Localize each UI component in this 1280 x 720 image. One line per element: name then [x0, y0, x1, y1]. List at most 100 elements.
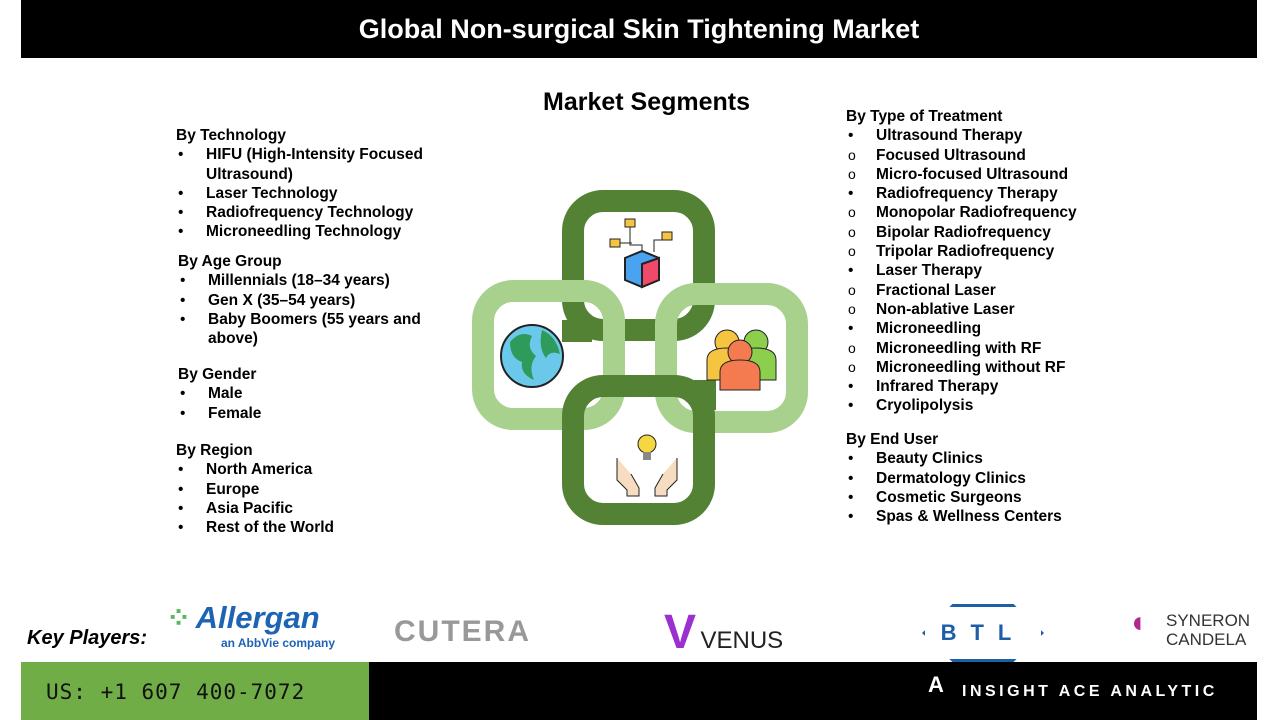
list-item: •Male: [178, 384, 448, 403]
segments-title: Market Segments: [543, 88, 751, 116]
allergan-logo: ⁘ Allergan an AbbVie company: [166, 600, 335, 650]
bullet-icon: o: [848, 165, 856, 182]
list-item-label: Bipolar Radiofrequency: [876, 223, 1051, 241]
group-heading: By Age Group: [178, 253, 282, 270]
globe-icon: [500, 324, 564, 388]
bullet-icon: •: [848, 262, 854, 280]
list-item: •Radiofrequency Technology: [176, 203, 446, 222]
segment-group-end-user: By End User • Beauty Clinics • Dermatology C…: [846, 430, 1146, 526]
list-item: •Microneedling: [846, 319, 1146, 338]
list-item-label: Millennials (18–34 years): [208, 272, 390, 290]
list-item-label: North America: [206, 461, 313, 479]
list-item-label: Ultrasound Therapy: [876, 127, 1023, 145]
bullet-icon: •: [848, 508, 854, 526]
list-item-label: Asia Pacific: [206, 499, 294, 517]
list-item-label: Non-ablative Laser: [876, 300, 1015, 318]
bullet-icon: •: [848, 127, 854, 145]
venus-v-icon: V: [664, 606, 697, 659]
group-heading: By Type of Treatment: [846, 108, 1003, 125]
bullet-icon: o: [848, 204, 856, 221]
bullet-icon: •: [178, 519, 184, 537]
list-item: • Ultrasound Therapy: [846, 126, 1146, 145]
key-players-label: Key Players:: [27, 627, 148, 649]
list-item: • Laser Therapy: [846, 261, 1146, 280]
group-heading: By Region: [176, 442, 253, 459]
page-title: Global Non-surgical Skin Tightening Mark…: [21, 0, 1257, 58]
list-item-label: Cosmetic Surgeons: [876, 488, 1022, 506]
bullet-icon: •: [178, 204, 184, 222]
candela-text: CANDELA: [1166, 630, 1247, 649]
list-item-label: Spas & Wellness Centers: [876, 508, 1062, 526]
bullet-icon: •: [848, 469, 854, 487]
list-item: • Cryolipolysis: [846, 396, 1146, 415]
bullet-icon: •: [178, 499, 184, 517]
segment-group-technology: By Technology•HIFU (High-Intensity Focus…: [176, 126, 446, 242]
list-item: •Female: [178, 404, 448, 423]
segment-group-gender: By Gender•Male•Female: [178, 365, 448, 423]
list-item: • Infrared Therapy: [846, 377, 1146, 396]
list-item-label: Microneedling with RF: [876, 339, 1042, 357]
list-item-label: Infrared Therapy: [876, 378, 999, 396]
group-heading: By End User: [846, 431, 939, 448]
list-item-label: Beauty Clinics: [876, 450, 983, 468]
list-item-label: Monopolar Radiofrequency: [876, 204, 1077, 222]
segments-chain-graphic: [472, 190, 808, 525]
bullet-icon: •: [180, 272, 186, 290]
phone-number[interactable]: US: +1 607 400-7072: [46, 680, 306, 704]
syneron-candela-logo: ◖ SYNERON CANDELA: [1128, 606, 1250, 650]
list-item-label: Micro-focused Ultrasound: [876, 165, 1069, 183]
list-item: • Gen X (35–54 years): [178, 291, 448, 310]
group-heading: By Gender: [178, 366, 257, 383]
chain-link-top: [562, 190, 715, 341]
list-item: •North America: [176, 460, 446, 479]
list-item: o Bipolar Radiofrequency: [846, 223, 1146, 242]
list-item-label: Baby Boomers (55 years and above): [208, 310, 421, 348]
syneron-drop-icon: ◖: [1128, 606, 1147, 639]
btl-logo: BTL: [922, 604, 1044, 662]
cutera-logo: CUTERA: [394, 615, 531, 648]
list-item: •HIFU (High-Intensity Focused Ultrasound…: [176, 145, 446, 184]
bullet-icon: •: [180, 291, 186, 309]
bullet-icon: •: [178, 184, 184, 202]
list-item-label: Dermatology Clinics: [876, 469, 1026, 487]
allergan-dots-icon: ⁘: [166, 602, 192, 635]
segment-group-age: By Age Group • Millennials (18–34 years) • G…: [178, 252, 448, 348]
bullet-icon: o: [848, 281, 856, 298]
list-item-label: Microneedling Technology: [206, 223, 402, 241]
footer-contact-panel: [21, 662, 369, 720]
bullet-icon: •: [848, 378, 854, 396]
bullet-icon: o: [848, 358, 856, 375]
list-item: • Baby Boomers (55 years and above): [178, 310, 448, 349]
bullet-icon: o: [848, 223, 856, 240]
list-item-label: Female: [208, 404, 262, 422]
bullet-icon: •: [180, 310, 186, 328]
bullet-icon: •: [848, 397, 854, 415]
list-item-label: Focused Ultrasound: [876, 146, 1026, 164]
insight-ace-logo-icon: A: [928, 672, 944, 697]
bullet-icon: •: [178, 146, 184, 164]
list-item-label: Tripolar Radiofrequency: [876, 243, 1055, 261]
venus-name: VENUS: [700, 627, 784, 654]
footer-brand-panel: [369, 662, 1257, 720]
bullet-icon: o: [848, 146, 856, 163]
list-item-label: Gen X (35–54 years): [208, 291, 356, 309]
technology-cube-icon: [609, 218, 673, 289]
chain-link-right: [655, 283, 808, 433]
bullet-icon: •: [848, 320, 854, 338]
list-item-label: Microneedling without RF: [876, 358, 1066, 376]
brand-name: INSIGHT ACE ANALYTIC: [962, 683, 1218, 700]
list-item-label: Laser Therapy: [876, 262, 982, 280]
allergan-name: Allergan: [195, 600, 320, 635]
bullet-icon: •: [848, 488, 854, 506]
list-item-label: Cryolipolysis: [876, 397, 974, 415]
list-item: o Focused Ultrasound: [846, 146, 1146, 165]
bullet-icon: o: [848, 339, 856, 356]
list-item: o Microneedling without RF: [846, 358, 1146, 377]
list-item-label: Male: [208, 385, 243, 403]
list-item: •Laser Technology: [176, 184, 446, 203]
list-item: •Rest of the World: [176, 518, 446, 537]
